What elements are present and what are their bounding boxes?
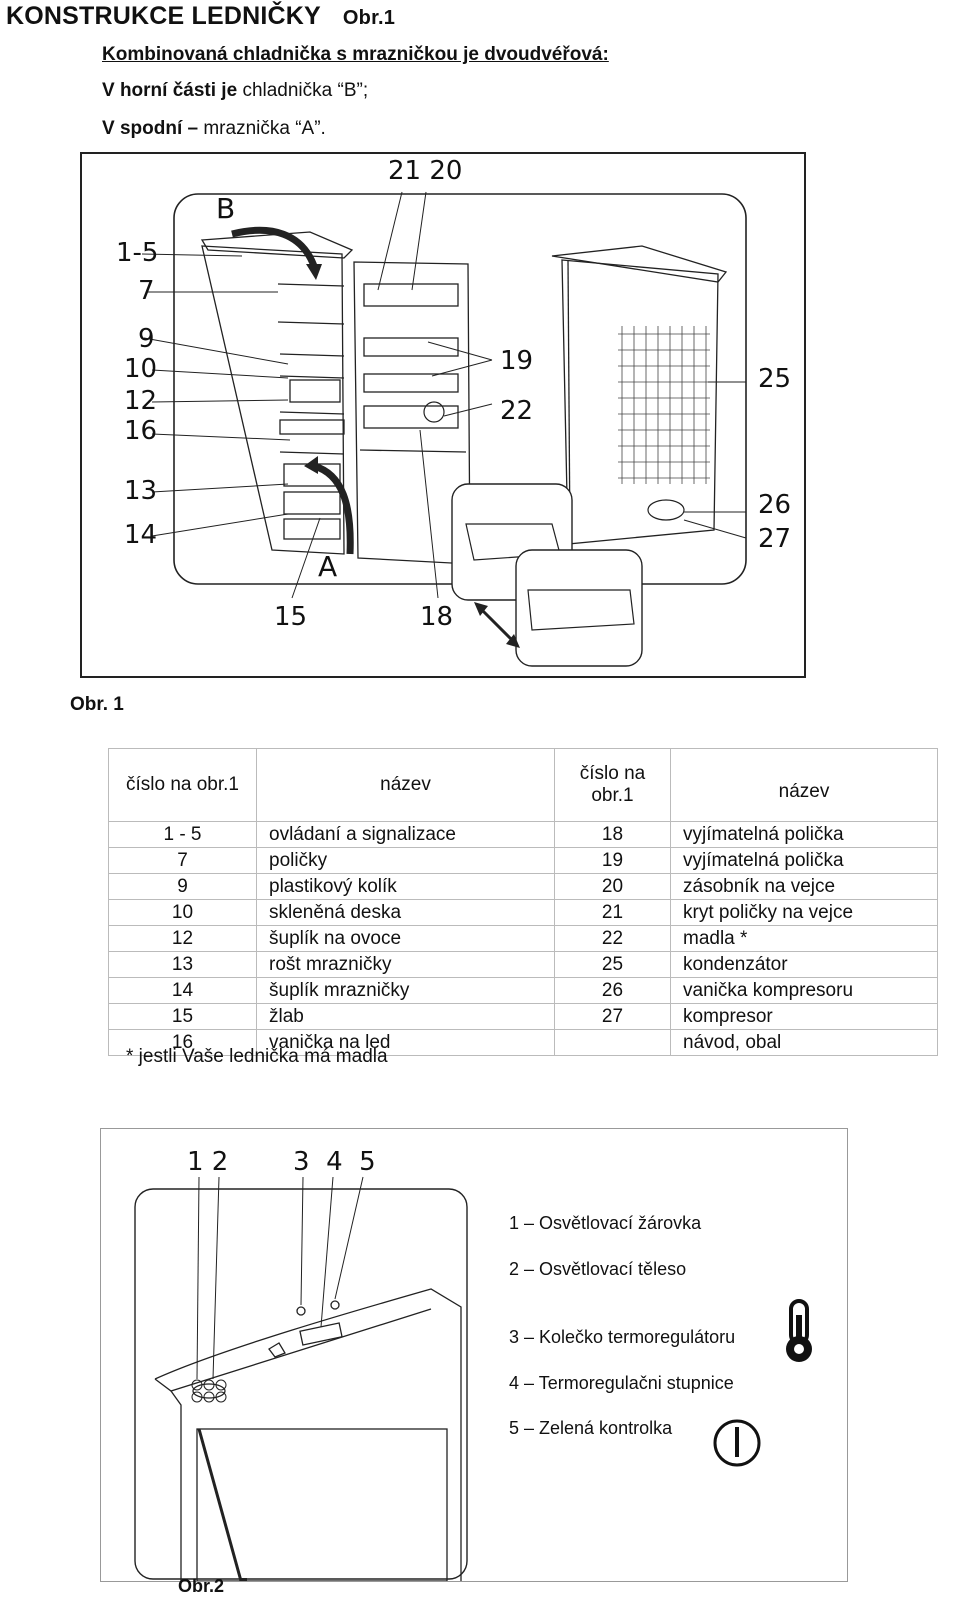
legend-item-1: 1 – Osvětlovací žárovka — [509, 1213, 702, 1233]
cell-name: šuplík na ovoce — [256, 925, 555, 952]
top-compartment-line: V horní části je chladnička “B”; — [102, 80, 368, 102]
cell-name: kondenzátor — [670, 951, 938, 978]
label-13: 13 — [124, 476, 158, 506]
label-1-5: 1-5 — [116, 238, 159, 268]
label-15: 15 — [274, 602, 308, 632]
cell-number: 9 — [108, 873, 257, 900]
parts-table: číslo na obr.1 název číslo na obr.1 náze… — [108, 748, 938, 1056]
cell-name: skleněná deska — [256, 899, 555, 926]
label-25: 25 — [758, 364, 792, 394]
header-number-2: číslo na obr.1 — [554, 748, 671, 822]
cell-number: 20 — [554, 873, 671, 900]
cell-number — [554, 1029, 671, 1056]
figure-1-caption: Obr. 1 — [70, 694, 124, 715]
legend-item-3: 3 – Kolečko termoregulátoru — [509, 1327, 736, 1347]
cell-number: 1 - 5 — [108, 821, 257, 848]
label-16: 16 — [124, 416, 158, 446]
subtitle: Kombinovaná chladnička s mrazničkou je d… — [102, 44, 609, 65]
figure-2-caption: Obr.2 — [178, 1576, 225, 1596]
table-header-row: číslo na obr.1 název číslo na obr.1 náze… — [108, 748, 938, 822]
bottom-line-rest: mraznička “A”. — [203, 118, 326, 139]
cell-name: kryt poličky na vejce — [670, 899, 938, 926]
label-26: 26 — [758, 490, 792, 520]
cell-name: žlab — [256, 1003, 555, 1030]
cell-name: vyjímatelná polička — [670, 821, 938, 848]
cell-name: vanička kompresoru — [670, 977, 938, 1004]
fig2-numbers-3-4-5: 3 4 5 — [293, 1147, 376, 1177]
cell-name: rošt mrazničky — [256, 951, 555, 978]
label-22: 22 — [500, 396, 534, 426]
title-figure-ref: Obr.1 — [342, 7, 396, 29]
cell-name: kompresor — [670, 1003, 938, 1030]
cell-number: 26 — [554, 977, 671, 1004]
cell-name: madla * — [670, 925, 938, 952]
label-12: 12 — [124, 386, 158, 416]
cell-name: poličky — [256, 847, 555, 874]
fig2-numbers-1-2: 1 2 — [187, 1147, 229, 1177]
cell-name: zásobník na vejce — [670, 873, 938, 900]
cell-number: 22 — [554, 925, 671, 952]
cell-number: 25 — [554, 951, 671, 978]
page-title: KONSTRUKCE LEDNIČKY Obr.1 — [6, 2, 395, 31]
figure-2-frame: 1 2 3 4 5 1 – Osvětlovací žárovka 2 – Os… — [100, 1128, 848, 1582]
cell-number: 14 — [108, 977, 257, 1004]
figure-1-frame: B A 1-5 7 9 10 12 16 13 14 15 18 21 20 1… — [80, 152, 806, 678]
control-panel-diagram — [134, 1176, 468, 1581]
cell-name: šuplík mrazničky — [256, 977, 555, 1004]
cell-number: 7 — [108, 847, 257, 874]
cell-number: 21 — [554, 899, 671, 926]
cell-number: 10 — [108, 899, 257, 926]
header-number-1: číslo na obr.1 — [108, 748, 257, 822]
top-line-bold: V horní části je — [102, 80, 238, 101]
header-name-2: název — [670, 748, 938, 822]
cell-number: 13 — [108, 951, 257, 978]
label-7: 7 — [138, 276, 155, 306]
cell-name: ovládaní a signalizace — [256, 821, 555, 848]
cell-number: 12 — [108, 925, 257, 952]
label-10: 10 — [124, 354, 158, 384]
cell-number: 19 — [554, 847, 671, 874]
power-indicator-icon — [713, 1419, 761, 1467]
table-footnote: * jestli Vaše lednička má madla — [126, 1046, 388, 1067]
label-18: 18 — [420, 602, 454, 632]
cell-number: 18 — [554, 821, 671, 848]
label-9: 9 — [138, 324, 155, 354]
cell-name: vanička na led — [256, 1029, 555, 1056]
label-27: 27 — [758, 524, 792, 554]
title-text: KONSTRUKCE LEDNIČKY — [6, 2, 321, 30]
cell-name: vyjímatelná polička — [670, 847, 938, 874]
cell-number: 27 — [554, 1003, 671, 1030]
legend-item-2: 2 – Osvětlovací těleso — [509, 1259, 687, 1279]
label-19: 19 — [500, 346, 534, 376]
top-line-rest: chladnička “B”; — [242, 80, 369, 101]
cell-name: plastikový kolík — [256, 873, 555, 900]
label-a: A — [318, 550, 338, 583]
label-b: B — [216, 192, 236, 225]
cell-name: návod, obal — [670, 1029, 938, 1056]
fridge-diagram — [141, 191, 747, 667]
header-name-1: název — [256, 748, 555, 822]
legend-item-4: 4 – Termoregulačni stupnice — [509, 1373, 734, 1393]
label-14: 14 — [124, 520, 158, 550]
thermometer-icon — [786, 1299, 812, 1362]
cell-number: 15 — [108, 1003, 257, 1030]
cell-number: 16 — [108, 1029, 257, 1056]
legend-item-5: 5 – Zelená kontrolka — [509, 1418, 673, 1438]
label-21-20: 21 20 — [388, 156, 463, 186]
bottom-compartment-line: V spodní – mraznička “A”. — [102, 118, 326, 140]
bottom-line-bold: V spodní – — [102, 118, 199, 139]
